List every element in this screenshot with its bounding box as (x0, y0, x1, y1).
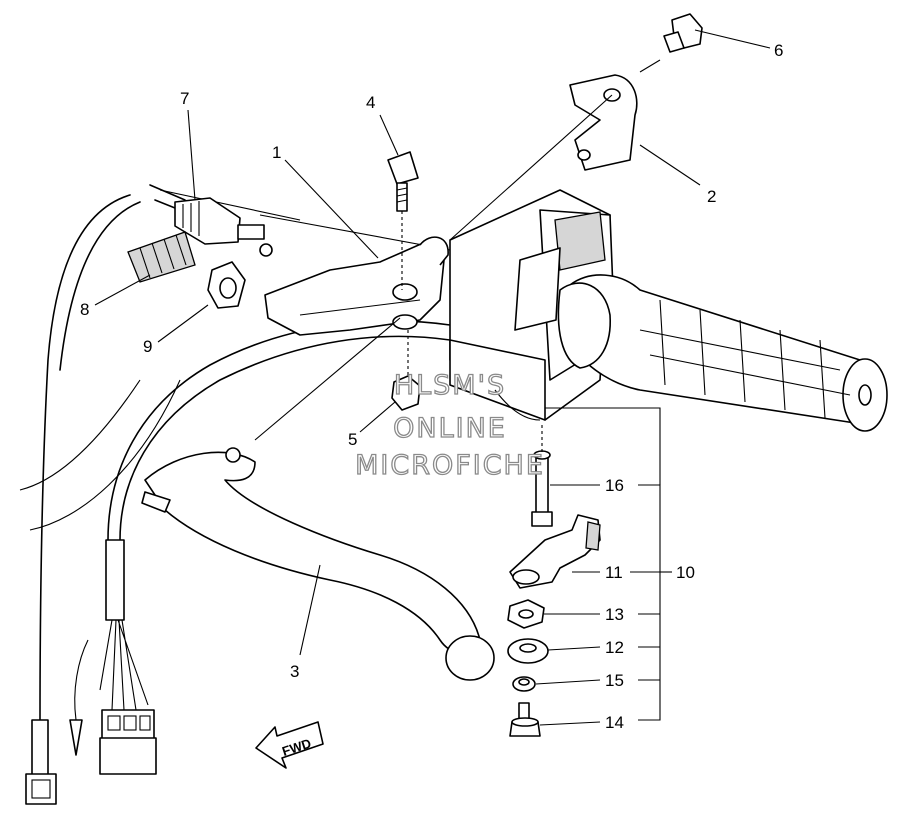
watermark-line-2: ONLINE (393, 413, 507, 444)
callout-11: 11 (605, 563, 623, 582)
callout-12: 12 (605, 638, 624, 657)
locknut-9 (207, 261, 246, 309)
callout-1: 1 (272, 143, 281, 162)
background-lines (19, 189, 451, 531)
watermark-line-1: HLSM'S (394, 370, 506, 401)
nut-5 (391, 330, 421, 411)
callout-9: 9 (143, 337, 152, 356)
callout-2: 2 (707, 187, 716, 206)
leader-lines (94, 29, 771, 726)
wire-connector-block (99, 709, 157, 775)
watermark: HLSM'S ONLINE MICROFICHE (354, 369, 545, 481)
spring-washer-15 (512, 676, 536, 692)
switch-assembly-10 (449, 189, 616, 421)
lever-holder-1 (264, 236, 449, 336)
bolt-4 (387, 151, 419, 290)
callout-5: 5 (348, 430, 357, 449)
cable-adjuster-7 (174, 197, 273, 257)
callout-6: 6 (774, 41, 783, 60)
clutch-lever-3 (141, 447, 495, 681)
callout-10: 10 (676, 563, 695, 582)
callout-14: 14 (605, 713, 624, 732)
handlebar-grip (557, 274, 888, 432)
screw-14 (509, 702, 541, 737)
washer-12 (507, 638, 549, 664)
adjuster-bolt-8 (127, 231, 196, 283)
clutch-cable (39, 184, 186, 721)
callout-12-13-13: 13 (605, 605, 624, 624)
callout-3: 3 (290, 662, 299, 681)
fwd-arrow: FWD (255, 721, 324, 769)
hot-start-lever-11 (509, 514, 601, 589)
wire-connector-small (25, 719, 57, 805)
callout-8: 8 (80, 300, 89, 319)
watermark-line-3: MICROFICHE (355, 450, 545, 481)
callout-16: 16 (605, 476, 624, 495)
callout-15: 15 (605, 671, 624, 690)
callout-labels: 1 2 3 4 5 6 7 8 9 10 11 13 12 15 14 16 (80, 41, 783, 732)
switch-wire-harness (69, 320, 451, 756)
screw-16 (531, 425, 553, 527)
bracket-2 (569, 74, 638, 171)
callout-7: 7 (180, 89, 189, 108)
nut-13 (507, 599, 545, 629)
callout-4: 4 (366, 93, 375, 112)
screw-6 (663, 13, 703, 53)
